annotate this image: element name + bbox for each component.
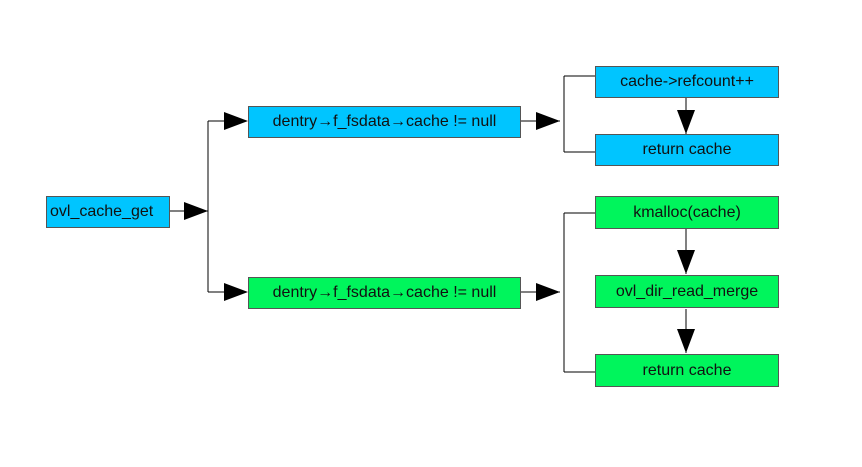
- node-return-cache-miss-label: return cache: [642, 361, 732, 379]
- node-ovl-cache-get-label: ovl_cache_get: [50, 203, 154, 220]
- arrowhead-cond-miss: [536, 283, 560, 301]
- node-ovl-cache-get: ovl_cache_get: [46, 196, 170, 228]
- node-refcount-increment-label: cache->refcount++: [620, 73, 754, 90]
- node-return-cache-miss: return cache: [595, 354, 779, 387]
- node-ovl-dir-read-merge-label: ovl_dir_read_merge: [615, 282, 759, 300]
- node-cond-cache-miss: dentry→f_fsdata→cache != null: [248, 277, 521, 309]
- arrowhead-root: [184, 202, 208, 220]
- node-return-cache-hit-label: return cache: [642, 141, 732, 158]
- arrowhead-to-cond-miss: [224, 283, 248, 301]
- arrowhead-cond-hit: [536, 112, 560, 130]
- node-cond-cache-miss-label: dentry→f_fsdata→cache != null: [272, 284, 497, 301]
- node-cond-cache-hit-label: dentry→f_fsdata→cache != null: [272, 113, 497, 130]
- node-cond-cache-hit: dentry→f_fsdata→cache != null: [248, 106, 521, 138]
- arrowhead-refcount-to-return: [677, 110, 695, 134]
- node-refcount-increment: cache->refcount++: [595, 66, 779, 98]
- node-ovl-dir-read-merge: ovl_dir_read_merge: [595, 275, 779, 308]
- arrowhead-merge-to-return: [677, 329, 695, 353]
- node-kmalloc-cache-label: kmalloc(cache): [633, 203, 741, 221]
- node-return-cache-hit: return cache: [595, 134, 779, 166]
- arrowhead-kmalloc-to-merge: [677, 250, 695, 274]
- arrowhead-to-cond-hit: [224, 112, 248, 130]
- node-kmalloc-cache: kmalloc(cache): [595, 196, 779, 229]
